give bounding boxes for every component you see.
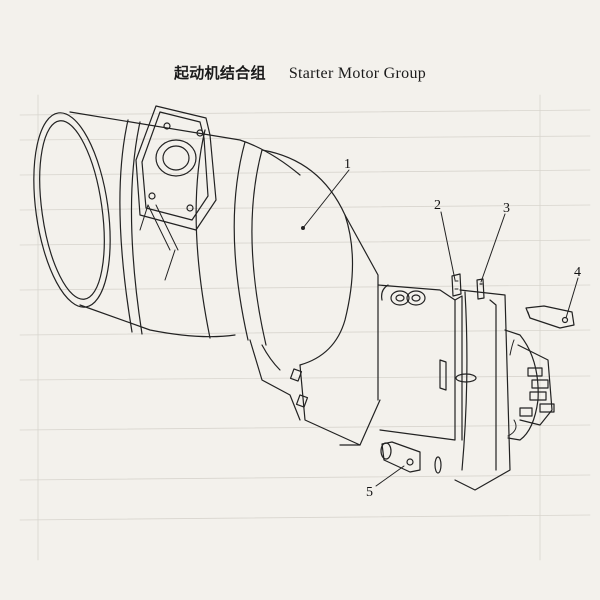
part-2-clip: [451, 273, 462, 297]
callout-numbers: 1 2 3 4 5: [344, 157, 581, 500]
leader-5: [375, 465, 405, 487]
drive-end-housing: [377, 284, 555, 491]
callout-3: 3: [503, 201, 510, 216]
leader-2: [440, 211, 456, 281]
pinion-gear-teeth: [519, 367, 555, 417]
figure-eight-holes: [390, 290, 426, 306]
title-chinese: 起动机结合组: [173, 64, 266, 82]
part-3-pin: [476, 278, 485, 300]
leader-4: [565, 277, 579, 319]
leader-3: [480, 213, 506, 283]
diagram-title: 起动机结合组 Starter Motor Group: [0, 62, 600, 83]
callout-2: 2: [434, 198, 441, 213]
title-english: Starter Motor Group: [288, 65, 427, 82]
faint-background-table: [19, 94, 591, 561]
callout-1: 1: [344, 157, 351, 172]
solenoid-bracket: [135, 105, 217, 231]
part-5-bolt: [380, 441, 442, 474]
part-1-motor-housing: [33, 111, 381, 446]
part-4-plate: [525, 305, 575, 329]
callout-4: 4: [574, 265, 581, 280]
callout-5: 5: [366, 485, 373, 500]
leader-1: [302, 169, 350, 229]
callout-leaders: [301, 169, 579, 487]
